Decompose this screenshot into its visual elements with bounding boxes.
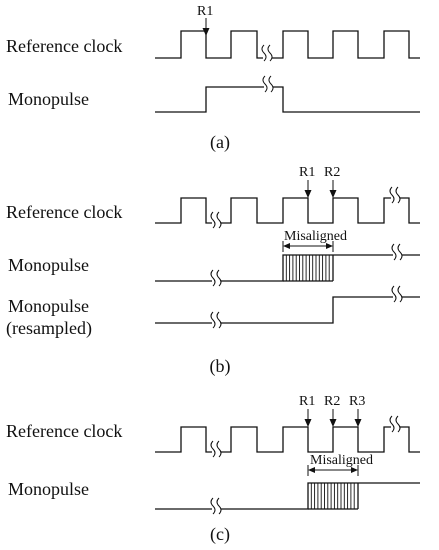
panel-c-clock-label: Reference clock	[6, 421, 122, 441]
panel-c-pulse-break-left	[210, 497, 222, 515]
panel-c-clock-break-left	[210, 440, 222, 458]
panel-a-monopulse-wave	[155, 86, 420, 113]
panel-b-clock-label: Reference clock	[6, 202, 122, 222]
panel-c-misaligned-span	[307, 465, 359, 476]
panel-b-resampled-label-line1: Monopulse	[8, 296, 89, 316]
panel-a: Reference clock R1 Monopulse (a)	[6, 4, 420, 153]
panel-a-pulse-break	[262, 75, 274, 93]
panel-b-r2-label: R2	[324, 165, 340, 180]
panel-b-resampled-break-left	[210, 311, 222, 329]
panel-a-clock-break	[261, 44, 273, 62]
panel-c-caption: (c)	[210, 524, 230, 545]
panel-b: Reference clock R1 R2 Misaligned	[6, 165, 420, 377]
panel-a-r1-label: R1	[197, 4, 213, 19]
panel-b-r2-marker	[329, 180, 337, 198]
panel-b-resampled-wave	[155, 296, 420, 324]
panel-c-pulse-label: Monopulse	[8, 479, 89, 499]
panel-b-monopulse-wave	[155, 254, 420, 282]
panel-b-pulse-label: Monopulse	[8, 255, 89, 275]
panel-b-reference-clock-wave	[155, 197, 420, 224]
panel-b-clock-break-left	[210, 211, 222, 229]
panel-c-monopulse-wave	[155, 482, 420, 510]
panel-c-clock-break-right	[389, 415, 401, 433]
panel-b-r1-marker	[304, 180, 312, 198]
panel-b-caption: (b)	[210, 356, 231, 377]
panel-a-clock-label: Reference clock	[6, 36, 122, 56]
panel-b-r1-label: R1	[299, 165, 315, 180]
panel-c-misaligned-label: Misaligned	[310, 453, 373, 468]
panel-b-pulse-break-left	[210, 269, 222, 287]
panel-c-r2-label: R2	[324, 394, 340, 409]
panel-a-caption: (a)	[210, 132, 230, 153]
panel-c-r1-marker	[304, 409, 312, 427]
panel-c-r3-label: R3	[349, 394, 365, 409]
panel-c-monopulse-hatch	[310, 483, 355, 509]
panel-c: Reference clock R1 R2 R3 Misaligned	[6, 394, 420, 545]
panel-a-pulse-label: Monopulse	[8, 89, 89, 109]
panel-b-resampled-label-line2: (resampled)	[6, 318, 92, 339]
panel-b-resampled-break-right	[391, 285, 403, 303]
panel-c-r1-label: R1	[299, 394, 315, 409]
panel-a-reference-clock-wave	[155, 30, 420, 59]
panel-b-clock-break-right	[389, 186, 401, 204]
panel-b-misaligned-label: Misaligned	[284, 229, 347, 244]
panel-b-misaligned-span	[282, 241, 334, 252]
panel-c-r2-marker	[329, 409, 337, 427]
panel-b-monopulse-hatch	[285, 255, 330, 281]
panel-b-pulse-break-right	[391, 243, 403, 261]
panel-a-r1-marker	[202, 18, 210, 36]
panel-c-r3-marker	[354, 409, 362, 427]
panel-c-reference-clock-wave	[155, 426, 420, 453]
